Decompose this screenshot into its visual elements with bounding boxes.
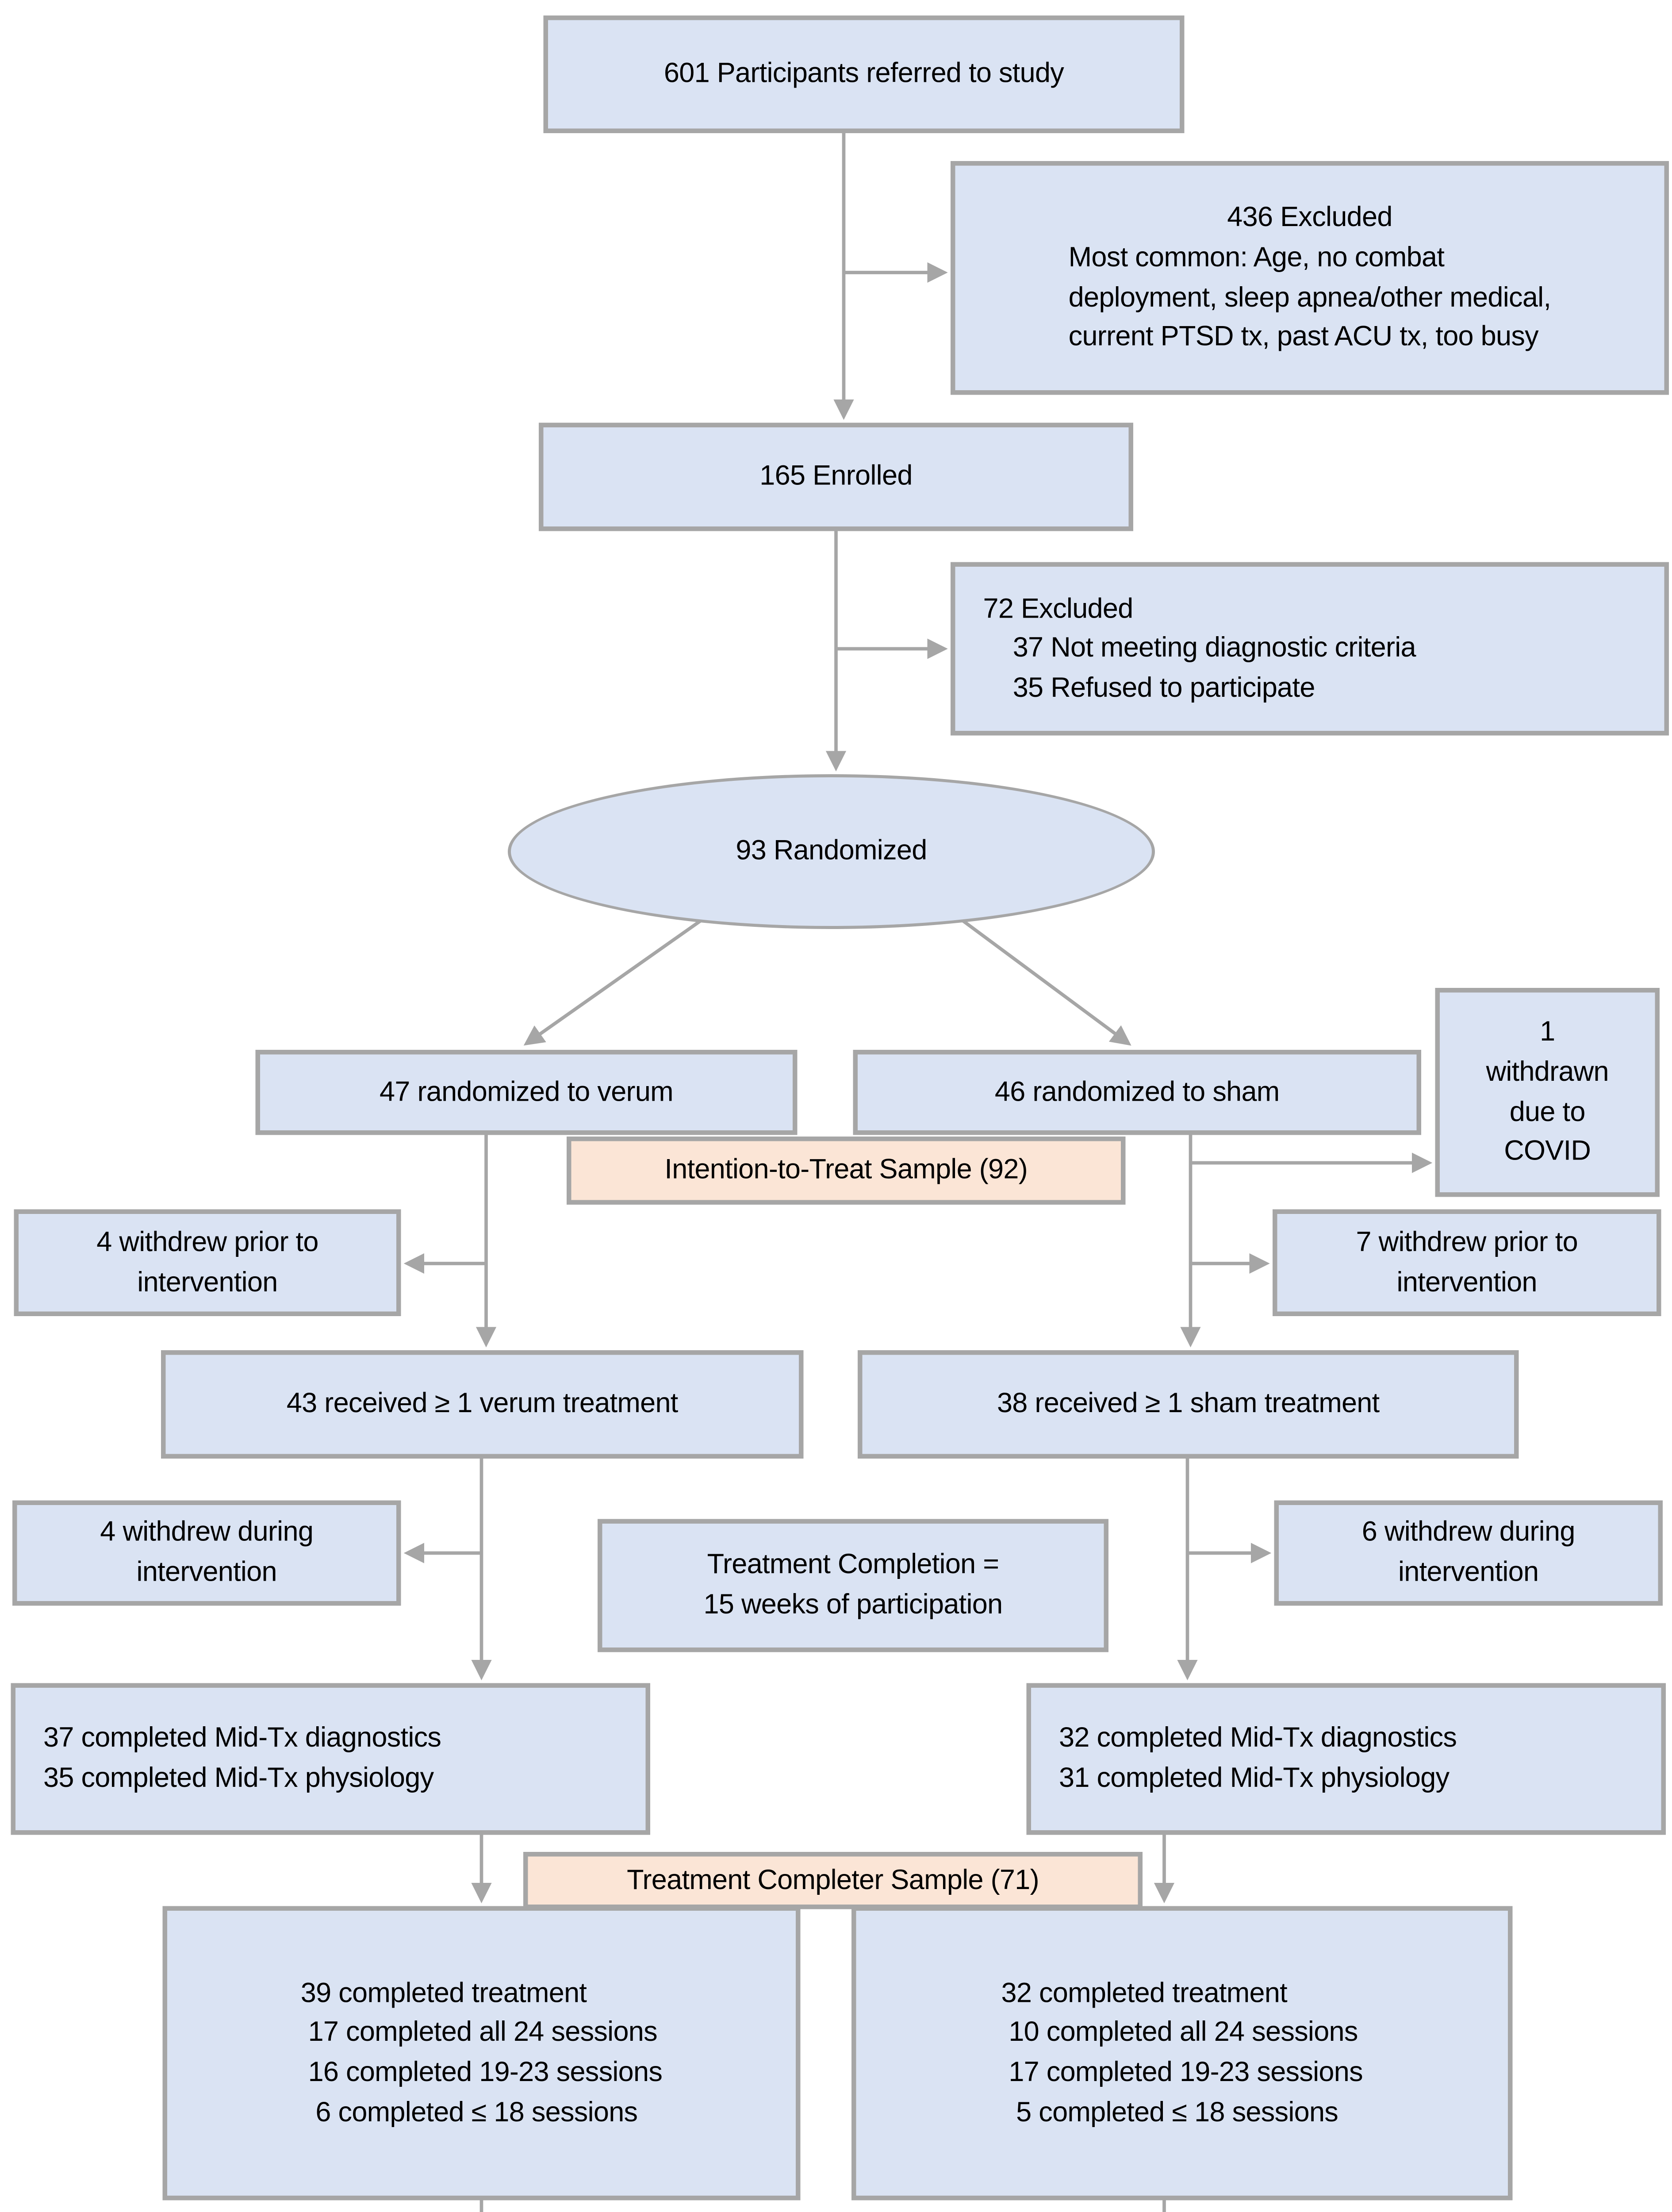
box-withdrew-prior-sham: 7 withdrew prior to intervention: [1273, 1209, 1661, 1316]
box-withdrew-prior-verum: 4 withdrew prior to intervention: [14, 1209, 401, 1316]
box-excluded-screening-title: 436 Excluded: [1227, 202, 1392, 233]
box-received-verum: 43 received ≥ 1 verum treatment: [161, 1350, 804, 1459]
box-withdrew-during-verum: 4 withdrew during intervention: [12, 1500, 401, 1606]
box-received-verum-label: 43 received ≥ 1 verum treatment: [286, 1387, 678, 1419]
box-completer-sample-label: Treatment Completer Sample (71): [627, 1864, 1039, 1895]
box-midtx-verum-label: 37 completed Mid-Tx diagnostics 35 compl…: [43, 1722, 441, 1793]
connector-randomized-to-sham: [948, 909, 1131, 1046]
box-itt-sample-label: Intention-to-Treat Sample (92): [664, 1154, 1028, 1185]
box-excluded-eligibility-label: 72 Excluded 37 Not meeting diagnostic cr…: [983, 592, 1416, 703]
box-covid-withdrawn-label: 1 withdrawn due to COVID: [1486, 1016, 1609, 1166]
box-received-sham-label: 38 received ≥ 1 sham treatment: [997, 1387, 1380, 1419]
box-completer-sample: Treatment Completer Sample (71): [523, 1852, 1143, 1909]
box-withdrew-during-sham: 6 withdrew during intervention: [1274, 1500, 1663, 1606]
ellipse-randomized-label: 93 Randomized: [736, 835, 927, 866]
box-enrolled: 165 Enrolled: [539, 422, 1133, 531]
box-randomized-verum: 47 randomized to verum: [255, 1050, 798, 1135]
box-withdrew-during-sham-label: 6 withdrew during intervention: [1361, 1517, 1576, 1587]
box-sessions-sham: 32 completed treatment 10 completed all …: [851, 1906, 1513, 2200]
box-excluded-screening-body: Most common: Age, no combat deployment, …: [1068, 241, 1551, 352]
box-sessions-verum: 39 completed treatment 17 completed all …: [162, 1906, 801, 2200]
box-randomized-sham-label: 46 randomized to sham: [994, 1075, 1280, 1107]
box-excluded-eligibility: 72 Excluded 37 Not meeting diagnostic cr…: [951, 562, 1669, 736]
box-withdrew-prior-sham-label: 7 withdrew prior to intervention: [1356, 1226, 1578, 1297]
box-withdrew-during-verum-label: 4 withdrew during intervention: [100, 1517, 314, 1587]
box-treatment-completion-note: Treatment Completion = 15 weeks of parti…: [598, 1519, 1108, 1652]
box-randomized-verum-label: 47 randomized to verum: [379, 1075, 674, 1107]
box-midtx-verum: 37 completed Mid-Tx diagnostics 35 compl…: [11, 1683, 650, 1835]
ellipse-randomized: 93 Randomized: [508, 774, 1155, 929]
box-midtx-sham-label: 32 completed Mid-Tx diagnostics 31 compl…: [1059, 1722, 1457, 1793]
box-excluded-screening: 436 Excluded Most common: Age, no combat…: [951, 161, 1669, 395]
box-received-sham: 38 received ≥ 1 sham treatment: [858, 1350, 1519, 1459]
box-midtx-sham: 32 completed Mid-Tx diagnostics 31 compl…: [1026, 1683, 1666, 1835]
box-referred-label: 601 Participants referred to study: [663, 58, 1064, 89]
connector-randomized-to-verum: [523, 909, 717, 1046]
box-referred: 601 Participants referred to study: [543, 15, 1185, 133]
box-randomized-sham: 46 randomized to sham: [853, 1050, 1421, 1135]
box-treatment-completion-note-label: Treatment Completion = 15 weeks of parti…: [703, 1549, 1003, 1620]
box-sessions-sham-label: 32 completed treatment 10 completed all …: [1001, 1977, 1363, 2127]
box-withdrew-prior-verum-label: 4 withdrew prior to intervention: [96, 1226, 318, 1297]
box-itt-sample: Intention-to-Treat Sample (92): [567, 1137, 1126, 1205]
box-sessions-verum-label: 39 completed treatment 17 completed all …: [300, 1977, 663, 2127]
box-enrolled-label: 165 Enrolled: [759, 460, 913, 492]
box-covid-withdrawn: 1 withdrawn due to COVID: [1435, 988, 1660, 1197]
